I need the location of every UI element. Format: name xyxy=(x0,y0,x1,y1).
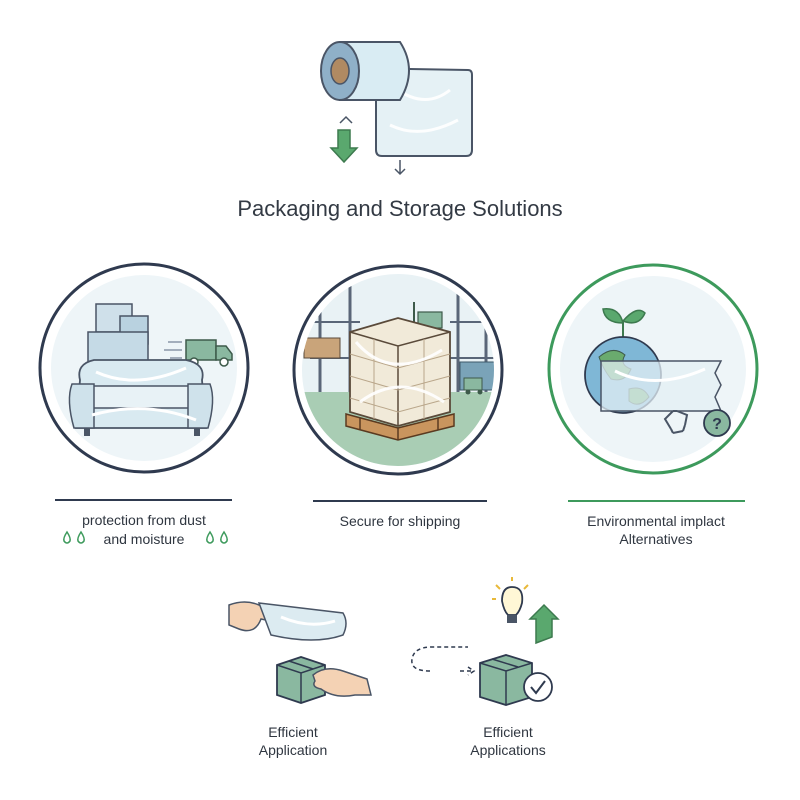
caption-dust-line1: protection from dust xyxy=(82,512,206,528)
panel-shipping xyxy=(290,262,506,478)
down-arrow-icon xyxy=(329,129,359,164)
film-roll-illustration xyxy=(300,30,490,180)
bottom-right-line2: Applications xyxy=(470,742,546,758)
small-down-arrow-icon xyxy=(394,160,406,176)
up-chevron-icon xyxy=(339,115,353,124)
pallet-icon xyxy=(345,317,455,441)
bottom-left-line1: Efficient xyxy=(268,724,318,740)
page-title: Packaging and Storage Solutions xyxy=(237,196,563,221)
water-drop-icon-right xyxy=(205,530,233,546)
dashed-arrow xyxy=(411,646,476,676)
divider-dust xyxy=(55,499,232,501)
recycle-icon xyxy=(663,410,689,434)
efficient-application-illustration xyxy=(225,595,375,715)
divider-environmental xyxy=(568,500,745,502)
panel-dust-moisture xyxy=(36,260,252,476)
sofa-icon xyxy=(68,359,214,436)
film-sheet xyxy=(257,602,347,641)
caption-env-line1: Environmental implact xyxy=(587,513,725,529)
svg-text:?: ? xyxy=(712,416,722,433)
efficient-applications-illustration xyxy=(408,575,568,715)
question-icon: ? xyxy=(703,409,731,437)
plant-icon xyxy=(602,308,646,339)
bottom-left-line2: Application xyxy=(258,742,328,758)
box-icon xyxy=(276,656,326,704)
caption-shipping: Secure for shipping xyxy=(339,513,461,529)
caption-dust-line2: and moisture xyxy=(103,531,185,547)
growth-arrow-icon xyxy=(528,603,560,645)
bottom-right-line1: Efficient xyxy=(483,724,533,740)
checkmark-icon xyxy=(523,672,553,702)
panel-environmental: ? xyxy=(545,261,761,477)
forklift-icon-small xyxy=(463,377,483,395)
divider-shipping xyxy=(313,500,487,502)
hand-icon-right xyxy=(312,668,372,697)
caption-env-line2: Alternatives xyxy=(619,531,693,547)
water-drop-icon xyxy=(62,530,90,546)
lightbulb-icon xyxy=(492,577,529,623)
box-icon xyxy=(479,654,533,706)
